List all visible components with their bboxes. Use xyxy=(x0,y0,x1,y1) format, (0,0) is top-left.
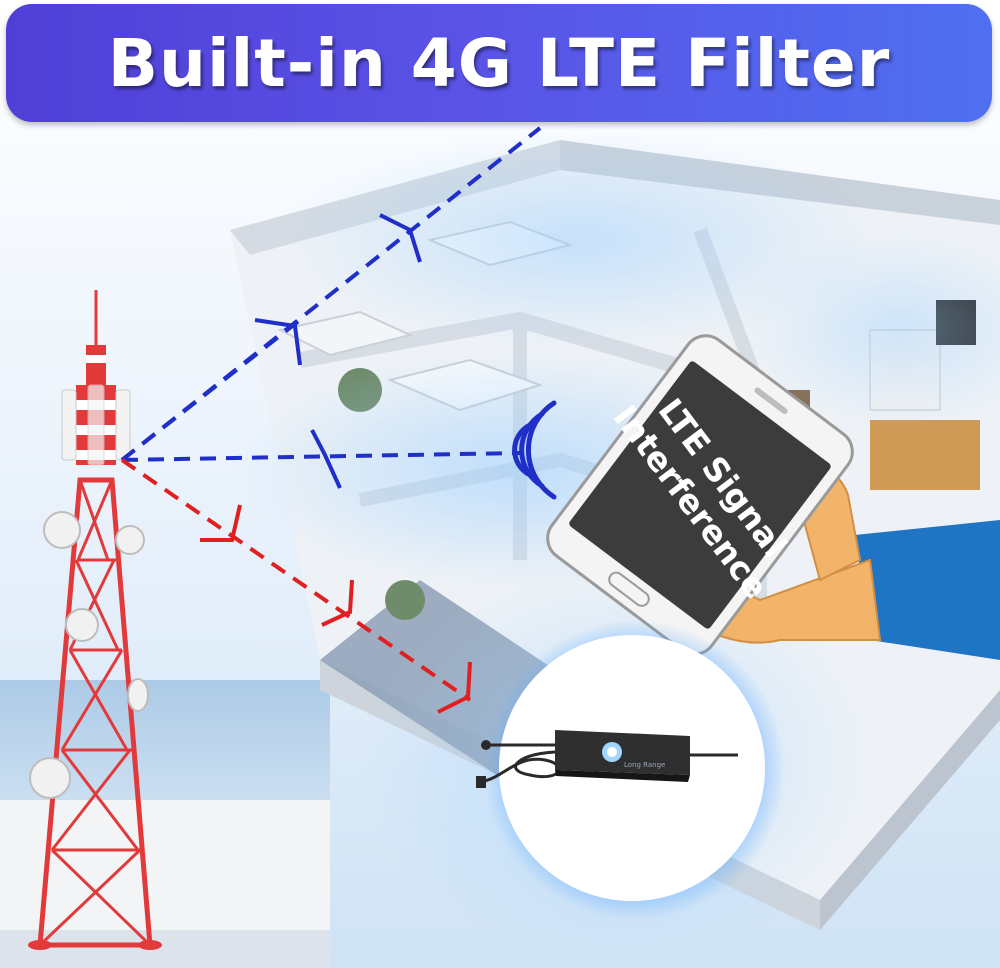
device-label: Long Range xyxy=(624,761,665,769)
title-banner: Built-in 4G LTE Filter xyxy=(6,4,992,122)
banner-title: Built-in 4G LTE Filter xyxy=(107,24,891,102)
sleeve xyxy=(855,520,1000,660)
lte-filter-device-icon: Long Range xyxy=(476,620,785,920)
wifi-waves-icon xyxy=(512,400,557,500)
lte-interference-path xyxy=(120,458,472,714)
smartphone-icon xyxy=(546,334,854,656)
lte-good-signal-paths xyxy=(120,126,542,462)
cell-tower-icon xyxy=(28,290,162,950)
